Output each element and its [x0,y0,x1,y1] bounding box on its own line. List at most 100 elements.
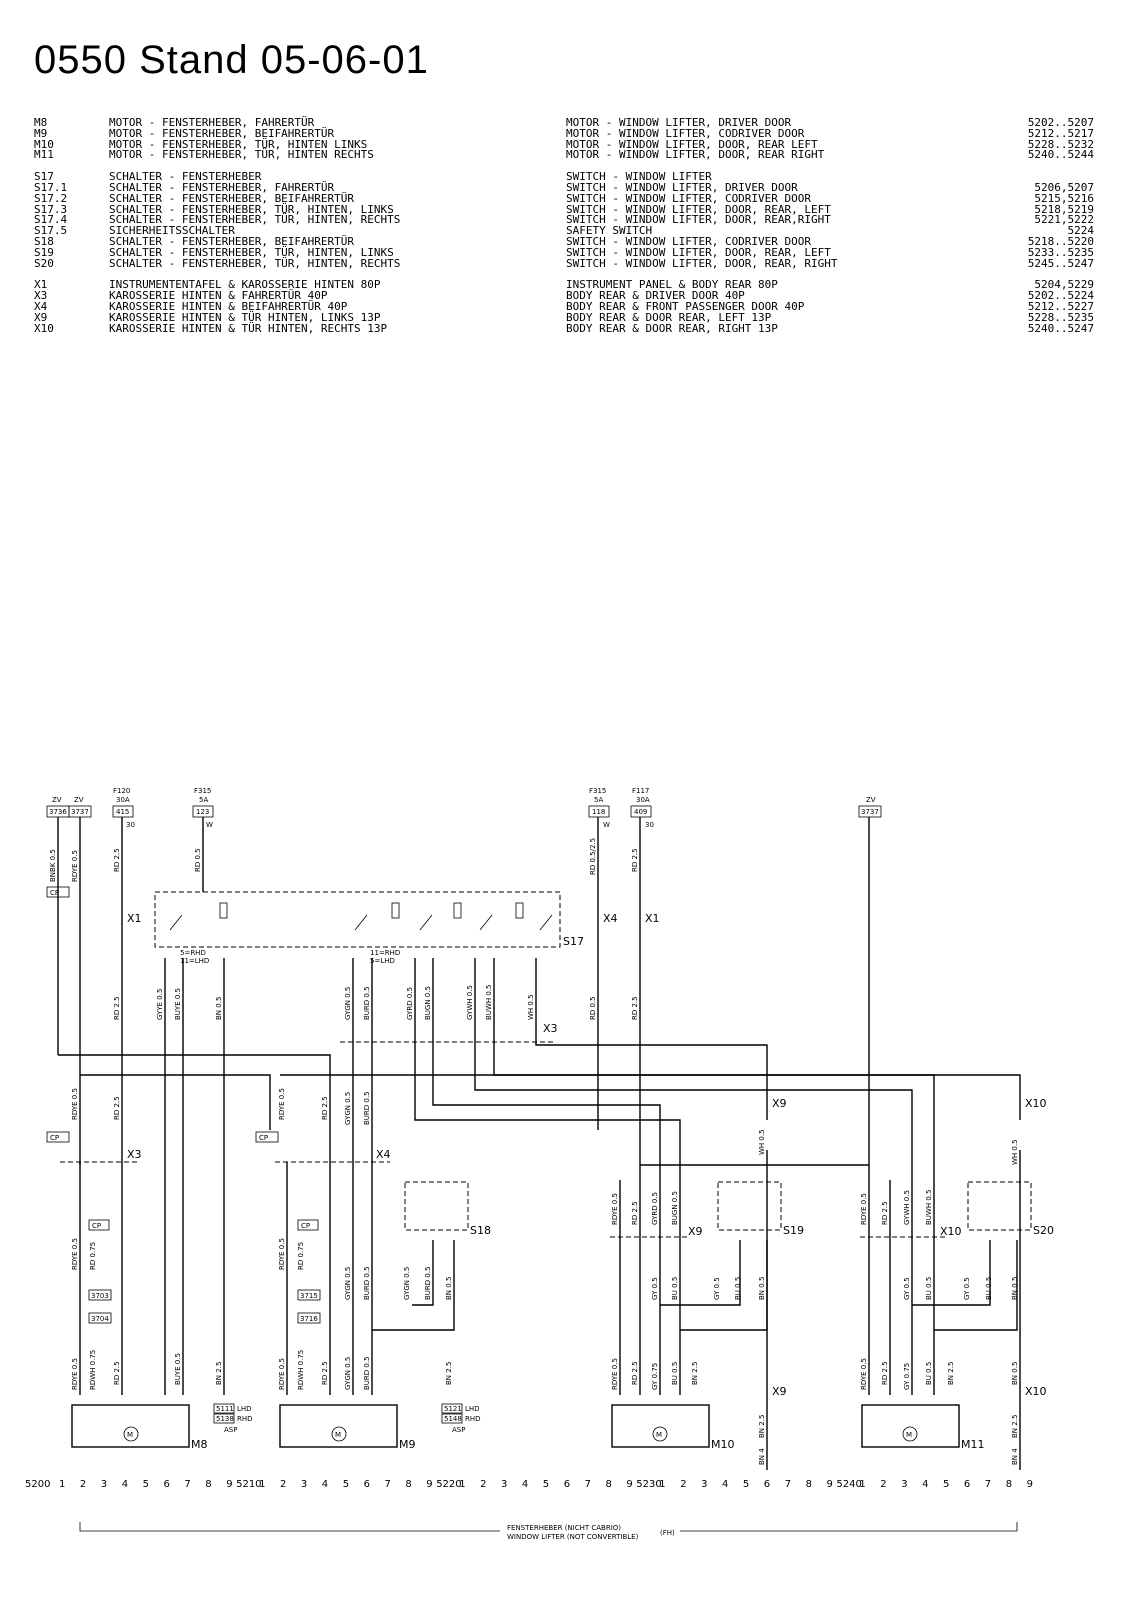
wire-label: GYGN 0.5 [344,1092,352,1125]
scale-digit: 2 [80,1479,86,1490]
legend-ref: 5218,5219 [1034,202,1094,216]
legend-code: S17 [34,170,54,184]
wire-label: RDYE 0.5 [71,1358,79,1390]
scale-digit: 9 [626,1479,632,1490]
s19-label: S19 [783,1224,804,1237]
legend-code: M11 [34,148,54,162]
legend-code: S17.1 [34,180,68,194]
wire-label: BUWH 0.5 [925,1190,933,1225]
legend-en: BODY REAR & DRIVER DOOR 40P [566,289,745,303]
scale-digit: 2 [280,1479,286,1490]
s19-switch [717,1181,782,1231]
legend-ref: 5240..5247 [1027,321,1094,335]
wire-label: BURD 0.5 [363,1091,371,1125]
ref-asp: ASP [224,1426,237,1434]
legend-ref: 5240..5244 [1027,148,1094,162]
wire-label: BN 0.5 [215,997,223,1020]
m11-symbol: M [906,1431,912,1439]
fuse-zv-2-label: ZV [74,796,84,804]
scale-digit: 4 [522,1479,528,1490]
legend-en: SWITCH - WINDOW LIFTER, DOOR, REAR, LEFT [566,202,831,216]
ref-rhd-2: RHD [465,1415,481,1423]
scale-digit: 2 [680,1479,686,1490]
scale-digit: 8 [606,1479,612,1490]
ref-5111: 5111 [216,1405,234,1413]
wire-label: RDYE 0.5 [278,1358,286,1390]
wire-label: RDYE 0.5 [611,1358,619,1390]
x10-label-mid: X10 [940,1225,962,1238]
fuse-term-30b: 30 [645,821,654,829]
scale-digit: 4 [122,1479,128,1490]
wire-label: BN 4 [1011,1448,1019,1465]
fuse-f120-rating: 30A [116,796,130,804]
x1-label-a: X1 [127,912,142,925]
s17-internals [169,902,553,931]
ref-rhd: RHD [237,1415,253,1423]
fuse-box-3737: 3737 [71,808,89,816]
legend-code: S18 [34,234,54,248]
wire-label: GY 0.5 [651,1277,659,1300]
scale-start: 5200 [25,1479,50,1490]
wire-label: RD 2.5 [631,996,639,1020]
wire-label: BURD 0.5 [424,1266,432,1300]
scale-digit: 5 [543,1479,549,1490]
scale-digit: 1 [259,1479,265,1490]
legend-code: M8 [34,116,48,129]
legend-en: SAFETY SWITCH [566,224,653,238]
legend-ref: 5228..5235 [1027,310,1094,324]
wire-label: RD 2.5 [881,1201,889,1225]
scale-digit: 3 [901,1479,907,1490]
cp-label: CP [50,889,59,897]
wire-label: GY 0.75 [903,1363,911,1390]
scale-digit: 7 [184,1479,190,1490]
wire-label: GYWH 0.5 [903,1190,911,1225]
scale-digit: 8 [205,1479,211,1490]
scale-digit: 8 [806,1479,812,1490]
splice-3715: 3715 [300,1292,318,1300]
s17-note-11rhd: 11=RHD [370,949,400,957]
wire-label: BU 0.5 [925,1277,933,1300]
legend-ref: 5212..5227 [1027,299,1094,313]
wire-label: RDYE 0.5 [860,1193,868,1225]
cp-label: CP [259,1134,268,1142]
wire-label: BUWH 0.5 [485,985,493,1020]
scale-digit: 5 [343,1479,349,1490]
connector-bars [60,1041,945,1238]
wire-label: BN 2.5 [758,1415,766,1438]
connector-labels: X1 X4 X1 X3 X3 X4 X9 X10 X9 X10 X9 X10 [127,912,1047,1398]
legend-en: SWITCH - WINDOW LIFTER, CODRIVER DOOR [566,234,812,248]
wire-label: WH 0.5 [527,994,535,1020]
wire-label: GYRD 0.5 [651,1192,659,1225]
ref-lhd: LHD [237,1405,252,1413]
x10-label-top: X10 [1025,1097,1047,1110]
legend-en: BODY REAR & FRONT PASSENGER DOOR 40P [566,299,805,313]
wire-label: RD 2.5 [631,1361,639,1385]
scale-digit: 1 [659,1479,665,1490]
wire-label: RDYE 0.5 [71,850,79,882]
legend-ref: 5218..5220 [1027,234,1094,248]
scale-mark: 5230 [636,1479,661,1490]
fuse-f120-label: F120 [113,787,130,795]
wire-label: BN 2.5 [1011,1415,1019,1438]
fuse-f315b-rating: 5A [594,796,603,804]
legend-en: BODY REAR & DOOR REAR, RIGHT 13P [566,321,778,335]
fuse-box-118: 118 [592,808,605,816]
s18-switch [404,1181,469,1231]
wire-label: GY 0.5 [963,1277,971,1300]
m9-symbol: M [335,1431,341,1439]
scale-digit: 6 [164,1479,170,1490]
wire-label: BU 0.5 [734,1277,742,1300]
wire-label: BN 2.5 [691,1362,699,1385]
motor-m8 [71,1404,190,1448]
legend-ref: 5245..5247 [1027,256,1094,270]
legend-code: S17.5 [34,224,68,238]
legend-de: KAROSSERIE HINTEN & FAHRERTÜR 40P [109,289,328,303]
legend-code: X10 [34,321,54,335]
legend-en: MOTOR - WINDOW LIFTER, CODRIVER DOOR [566,126,805,140]
